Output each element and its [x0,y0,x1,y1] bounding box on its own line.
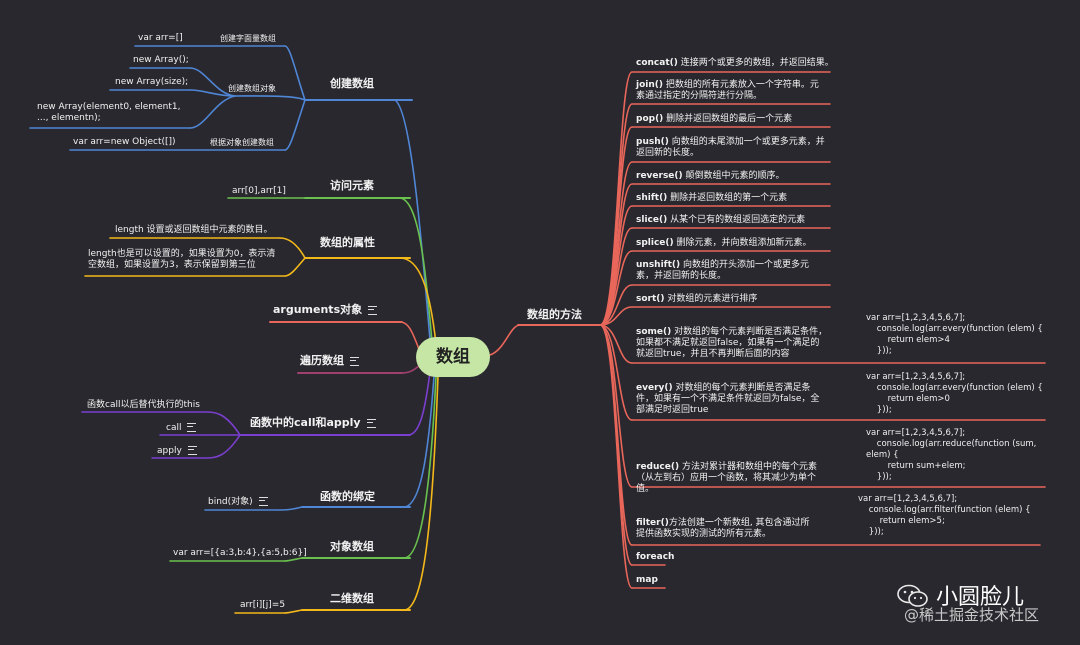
branch-twod-lines [234,375,439,614]
twod-item: arr[i][j]=5 [240,600,286,610]
code-snippet-every: var arr=[1,2,3,4,5,6,7]; console.log(arr… [866,372,1043,415]
method-item: filter()方法创建一个新数组, 其包含通过所提供函数实现的测试的所有元素。 [636,518,810,539]
code-snippet-reduce: var arr=[1,2,3,4,5,6,7]; console.log(arr… [866,428,1037,482]
method-item: slice() 从某个已有的数组返回选定的元素 [636,215,806,225]
method-item: every() 对数组的每个元素判断是否满足条件，如果有一个不满足条件就返回为f… [636,383,820,415]
method-item: some() 对数组的每个元素判断是否满足条件，如果都不满足就返回false，如… [636,327,828,359]
create-item-code: var arr=[] [138,33,183,43]
note-icon [258,497,268,506]
callapply-item: apply [157,446,197,457]
note-icon [187,423,197,432]
note-icon [187,446,197,455]
method-item: splice() 删除元素，并向数组添加新元素。 [636,238,812,248]
branch-callapply-lines [81,371,431,459]
branch-bind-lines [204,375,435,511]
branch-create-title[interactable]: 创建数组 [330,77,374,90]
callapply-item: 函数call以后替代执行的this [87,400,200,410]
branch-twod-title[interactable]: 二维数组 [330,592,374,605]
wechat-icon [897,584,928,607]
branch-methods-title[interactable]: 数组的方法 [527,308,582,321]
create-item-code: new Array(element0, element1, ..., eleme… [37,102,181,123]
objarr-item: var arr=[{a:3,b:4},{a:5,b:6}] [173,548,307,558]
method-item: join() 把数组的所有元素放入一个字符串。元素通过指定的分隔符进行分隔。 [636,80,819,101]
note-icon [366,418,376,428]
root-node[interactable]: 数组 [416,337,490,377]
method-item: foreach [636,552,675,562]
method-item: unshift() 向数组的开头添加一个或更多元素，并返回新的长度。 [636,260,809,281]
branch-create-lines [29,45,431,341]
code-snippet-filter: var arr=[1,2,3,4,5,6,7]; console.log(arr… [858,494,1031,537]
watermark-sub: @稀土掘金技术社区 [904,606,1040,624]
branch-access-title[interactable]: 访问元素 [330,179,374,192]
method-item: sort() 对数组的元素进行排序 [636,294,758,304]
method-item: pop() 删除并返回数组的最后一个元素 [636,114,793,124]
branch-objarr-lines [169,375,437,562]
method-item: shift() 删除并返回数组的第一个元素 [636,193,788,203]
branch-callapply-title[interactable]: 函数中的call和apply [250,416,376,430]
create-item-code: new Array(size); [115,77,189,87]
note-icon [350,356,359,366]
branch-methods-lines [489,71,1046,589]
create-item-code: new Array(); [133,55,189,65]
branch-bind-title[interactable]: 函数的绑定 [320,490,375,503]
access-item: arr[0],arr[1] [232,186,286,196]
create-item-code: var arr=new Object([]) [73,137,176,147]
method-item: push() 向数组的末尾添加一个或更多元素，并返回新的长度。 [636,137,825,158]
branch-arguments-lines [269,321,421,353]
method-item: concat() 连接两个或更多的数组，并返回结果。 [636,58,834,68]
code-snippet-some: var arr=[1,2,3,4,5,6,7]; console.log(arr… [866,313,1043,356]
bind-item: bind(对象) [208,497,268,508]
method-item: map [636,575,658,585]
note-icon [368,305,378,315]
props-item: length也是可以设置的，如果设置为0，表示清空数组，如果设置为3，表示保留到… [88,249,276,270]
method-item: reduce() 方法对累计器和数组中的每个元素（从左到右）应用一个函数，将其减… [636,462,817,494]
watermark-name: 小圆脸儿 [936,585,1025,610]
create-item-desc: 创建数组对象 [228,84,276,93]
callapply-item: call [166,423,197,434]
method-item: reverse() 颠倒数组中元素的顺序。 [636,171,785,181]
branch-props-title[interactable]: 数组的属性 [320,236,375,249]
branch-arguments-title[interactable]: arguments对象 [273,303,378,317]
branch-traverse-title[interactable]: 遍历数组 [300,354,359,368]
create-item-desc: 创建字面量数组 [220,34,276,43]
branch-objarr-title[interactable]: 对象数组 [330,540,374,553]
branch-access-lines [227,197,433,343]
create-item-desc: 根据对象创建数组 [210,138,274,147]
branch-props-lines [84,237,437,345]
props-item: length 设置或返回数组中元素的数目。 [115,225,273,235]
